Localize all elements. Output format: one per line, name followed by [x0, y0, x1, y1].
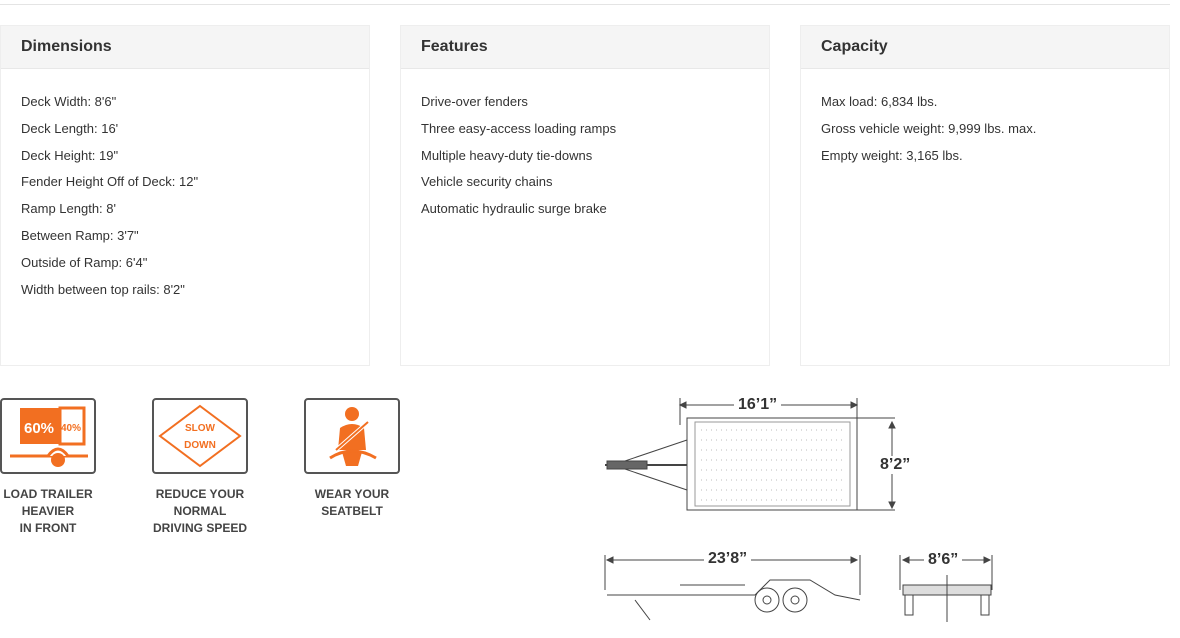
card-title: Features	[401, 26, 769, 69]
list-item: Width between top rails: 8'2"	[21, 281, 185, 297]
capacity-card: Capacity Max load: 6,834 lbs. Gross vehi…	[800, 25, 1170, 366]
list-item: Vehicle security chains	[421, 174, 553, 190]
rear-percent: 40%	[61, 423, 81, 434]
list-item: Fender Height Off of Deck: 12"	[21, 174, 199, 190]
tip-label-line: REDUCE YOUR	[155, 487, 245, 501]
trailer-top-view	[605, 398, 896, 511]
trailer-dimension-diagram	[604, 398, 993, 622]
list-item: Deck Height: 19"	[21, 147, 119, 163]
list-item: Multiple heavy-duty tie-downs	[421, 147, 593, 163]
tip-label-line: WEAR YOUR	[314, 487, 390, 501]
top-length-label: 16’1”	[734, 396, 782, 414]
rear-width-label: 8’6”	[924, 551, 963, 569]
list-item: Automatic hydraulic surge brake	[421, 201, 607, 217]
top-width-label: 8’2”	[876, 456, 915, 474]
trailer-rear-view	[899, 555, 993, 622]
trailer-side-view	[604, 555, 861, 621]
side-length-label: 23’8”	[704, 550, 752, 568]
list-item: Max load: 6,834 lbs.	[821, 94, 938, 109]
list-item: Three easy-access loading ramps	[421, 120, 617, 136]
front-percent: 60%	[24, 420, 54, 437]
list-item: Deck Width: 8'6"	[21, 94, 117, 109]
tip-label-line: LOAD TRAILER	[3, 487, 93, 501]
tip-label-line: SEATBELT	[321, 504, 383, 518]
list-item: Outside of Ramp: 6'4"	[21, 254, 148, 270]
dimensions-card: Dimensions Deck Width: 8'6" Deck Length:…	[0, 25, 370, 366]
list-item: Drive-over fenders	[421, 94, 528, 109]
sign-text: DOWN	[184, 440, 216, 451]
divider	[0, 4, 1170, 5]
tip-load-trailer: 60% 40% LOAD TRAILER HEAVIER IN FRONT	[0, 398, 113, 537]
tip-label-line: DRIVING SPEED	[152, 521, 248, 535]
list-item: Between Ramp: 3'7"	[21, 227, 139, 243]
slow-down-sign-icon: SLOW DOWN	[152, 398, 248, 474]
tip-seatbelt: WEAR YOUR SEATBELT	[287, 398, 417, 520]
card-title: Capacity	[801, 26, 1169, 69]
tip-label-line: IN FRONT	[19, 521, 77, 535]
tip-slow-down: SLOW DOWN REDUCE YOUR NORMAL DRIVING SPE…	[135, 398, 265, 537]
list-item: Empty weight: 3,165 lbs.	[821, 147, 963, 163]
tip-label-line: NORMAL	[173, 504, 227, 518]
tip-label-line: HEAVIER	[21, 504, 75, 518]
sign-text: SLOW	[185, 423, 216, 434]
list-item: Gross vehicle weight: 9,999 lbs. max.	[821, 120, 1037, 136]
trailer-load-icon: 60% 40%	[0, 398, 96, 474]
features-card: Features Drive-over fenders Three easy-a…	[400, 25, 770, 366]
list-item: Deck Length: 16'	[21, 120, 119, 136]
list-item: Ramp Length: 8'	[21, 201, 116, 217]
card-title: Dimensions	[1, 26, 369, 69]
seatbelt-icon	[304, 398, 400, 474]
